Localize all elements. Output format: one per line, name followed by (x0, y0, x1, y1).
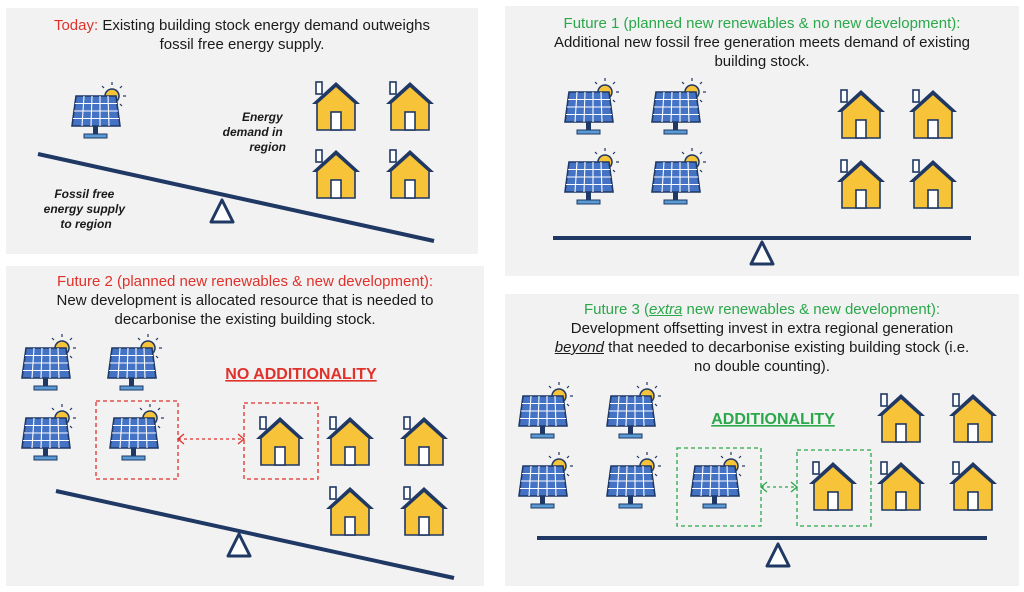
fulcrum-icon (226, 532, 252, 558)
solar-panel-icon (651, 77, 707, 135)
highlight-box (243, 402, 319, 480)
future3-line4: no double counting). (694, 358, 830, 375)
future2-heading: Future 2 (planned new renewables & new d… (6, 272, 484, 329)
solar-panel-icon (690, 451, 746, 509)
house-icon (948, 393, 998, 443)
balance-beam (37, 152, 435, 243)
today-label: Today: (53, 17, 99, 34)
future3-line3-em: beyond (554, 339, 604, 356)
future3-line2: Development offsetting invest in extra r… (570, 320, 954, 337)
house-icon (836, 89, 886, 139)
future3-title-b: new renewables & new development): (682, 301, 941, 318)
supply-label-line2: energy supply (44, 202, 127, 216)
solar-panel-icon (606, 381, 662, 439)
future3-line3-b: that needed to decarbonise existing buil… (603, 339, 970, 356)
solar-panel-icon (606, 451, 662, 509)
future3-scene: ADDITIONALITY (518, 381, 998, 568)
house-icon (311, 149, 361, 199)
balance-beam (55, 489, 455, 580)
fulcrum-icon (749, 240, 775, 266)
demand-label-line3: region (249, 140, 286, 154)
today-scene: Energy demand in region Fossil free ener… (37, 81, 435, 243)
future2-title: Future 2 (planned new renewables & new d… (56, 273, 434, 290)
future1-title: Future 1 (planned new renewables & no ne… (563, 15, 961, 32)
today-heading: Today: Existing building stock energy de… (6, 16, 478, 54)
additionality-banner: ADDITIONALITY (711, 411, 835, 428)
house-icon (808, 461, 858, 511)
future1-line2: Additional new fossil free generation me… (553, 34, 971, 51)
panel-future2: Future 2 (planned new renewables & new d… (6, 266, 484, 586)
solar-panel-icon (21, 333, 77, 391)
house-icon (876, 393, 926, 443)
demand-label-line1: Energy (242, 110, 284, 124)
solar-panel-icon (21, 403, 77, 461)
no-additionality-banner: NO ADDITIONALITY (225, 366, 377, 383)
future3-heading: Future 3 (extra new renewables & new dev… (505, 300, 1019, 376)
house-icon (399, 416, 449, 466)
house-icon (325, 416, 375, 466)
future1-heading: Future 1 (planned new renewables & no ne… (505, 14, 1019, 71)
panel-future3: Future 3 (extra new renewables & new dev… (505, 294, 1019, 586)
house-icon (385, 149, 435, 199)
future2-line2: New development is allocated resource th… (56, 292, 434, 309)
supply-label-line3: to region (60, 217, 111, 231)
today-text-line2: fossil free energy supply. (159, 36, 325, 53)
fulcrum-icon (765, 542, 791, 568)
demand-label: Energy demand in region (223, 110, 286, 154)
future1-line3: building stock. (714, 53, 810, 70)
house-icon (908, 89, 958, 139)
house-icon (255, 416, 305, 466)
supply-label-line1: Fossil free (54, 187, 114, 201)
highlight-box (95, 400, 179, 480)
house-icon (385, 81, 435, 131)
solar-panel-icon (564, 77, 620, 135)
today-text-line1: Existing building stock energy demand ou… (98, 17, 431, 34)
solar-panel-icon (518, 451, 574, 509)
double-arrow-icon (759, 481, 799, 493)
supply-label: Fossil free energy supply to region (44, 187, 129, 231)
future3-title-a: Future 3 ( (583, 301, 649, 318)
house-icon (325, 486, 375, 536)
solar-panel-icon (564, 147, 620, 205)
highlight-box (796, 449, 872, 527)
future1-scene (553, 77, 971, 266)
house-icon (876, 461, 926, 511)
solar-panel-icon (109, 403, 165, 461)
demand-label-line2: demand in (223, 125, 283, 139)
future2-scene: NO ADDITIONALITY (21, 333, 455, 580)
future3-title-em: extra (649, 301, 683, 318)
solar-panel-icon (651, 147, 707, 205)
house-icon (908, 159, 958, 209)
solar-panel-icon (107, 333, 163, 391)
future3-title: Future 3 (extra new renewables & new dev… (584, 301, 940, 318)
house-icon (311, 81, 361, 131)
solar-panel-icon (71, 81, 127, 139)
house-icon (948, 461, 998, 511)
panel-future1: Future 1 (planned new renewables & no ne… (505, 6, 1019, 276)
fulcrum-icon (209, 198, 235, 224)
panel-today: Today: Existing building stock energy de… (6, 8, 478, 254)
house-icon (836, 159, 886, 209)
future2-line3: decarbonise the existing building stock. (114, 311, 376, 328)
double-arrow-icon (176, 433, 246, 445)
house-icon (399, 486, 449, 536)
solar-panel-icon (518, 381, 574, 439)
